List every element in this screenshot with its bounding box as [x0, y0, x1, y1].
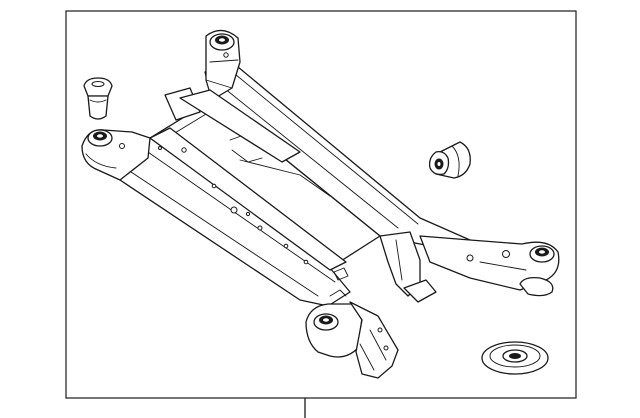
diagram-frame: [65, 10, 577, 399]
mount-lower-right: [313, 313, 339, 331]
crossmember-subframe: [81, 29, 560, 379]
lower-right-bracket: [349, 301, 399, 379]
mount-upper-left: [209, 33, 235, 51]
front-rail-brace: [149, 127, 347, 271]
stopper-plate: [481, 341, 549, 375]
right-bracket-flange: [403, 279, 437, 303]
mount-left: [87, 129, 113, 147]
side-bushing: [428, 141, 471, 179]
lower-right-tower: [305, 303, 363, 358]
mount-right: [519, 245, 555, 297]
diagonal-strut: [179, 89, 301, 163]
upper-bushing: [83, 77, 113, 120]
